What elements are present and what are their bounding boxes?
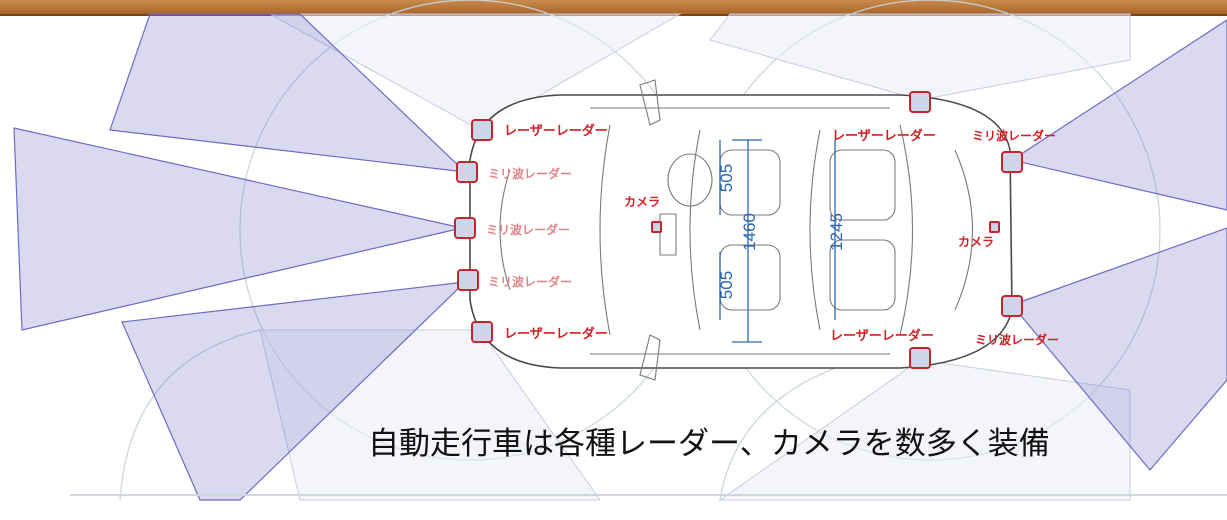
label-mmwave-rear-top: ミリ波レーダー	[972, 129, 1057, 143]
label-mmwave-front-2: ミリ波レーダー	[486, 223, 571, 237]
label-laser-rear-top: レーザーレーダー	[832, 129, 936, 144]
sensor-laser-rear-bottom	[909, 347, 931, 369]
label-laser-rear-bottom: レーザーレーダー	[830, 329, 934, 344]
label-laser-front-bottom: レーザーレーダー	[504, 327, 608, 342]
label-camera-front: カメラ	[624, 195, 661, 209]
label-mmwave-rear-bottom: ミリ波レーダー	[975, 333, 1060, 347]
sensor-laser-front-top	[471, 119, 493, 141]
label-mmwave-front-1: ミリ波レーダー	[488, 167, 573, 181]
mmwave-cone-front-3	[121, 281, 467, 501]
dimension-seat-top: 505	[717, 163, 737, 193]
label-laser-front-top: レーザーレーダー	[504, 124, 608, 139]
mmwave-cone-front-1	[109, 13, 467, 173]
dimension-width-rear: 1245	[826, 213, 846, 251]
sensor-laser-front-bottom	[471, 321, 493, 343]
caption: 自動走行車は各種レーダー、カメラを数多く装備	[368, 426, 1050, 462]
label-camera-rear: カメラ	[958, 235, 995, 249]
sensor-mmwave-front-2	[454, 217, 476, 239]
label-mmwave-front-3: ミリ波レーダー	[488, 275, 573, 289]
mmwave-cone-rear-top	[1010, 19, 1227, 211]
laser-cone-front-top	[269, 13, 682, 131]
faint-sensor-cones	[259, 13, 1131, 501]
sensor-camera-front	[651, 221, 662, 233]
dimension-seat-bottom: 505	[717, 270, 737, 300]
laser-cone-front-bottom	[259, 329, 601, 501]
dimension-width-front: 1460	[739, 213, 759, 251]
mmwave-cone-rear-bottom	[1010, 227, 1227, 471]
sensor-camera-rear	[989, 221, 1000, 233]
sensor-laser-rear-top	[909, 91, 931, 113]
sensor-mmwave-front-3	[457, 269, 479, 291]
mmwave-cone-front-2	[13, 127, 463, 331]
sensor-mmwave-rear-bottom	[1001, 295, 1023, 317]
bottom-divider	[70, 494, 1227, 496]
laser-cone-rear-bottom	[718, 359, 1131, 501]
sensor-mmwave-front-1	[456, 161, 478, 183]
laser-cone-rear-top	[709, 13, 1131, 101]
car-details	[499, 79, 974, 381]
dimension-lines	[719, 139, 836, 343]
sensor-mmwave-rear-top	[1001, 151, 1023, 173]
strong-sensor-cones	[13, 13, 1227, 501]
sensor-markers	[454, 91, 1023, 369]
